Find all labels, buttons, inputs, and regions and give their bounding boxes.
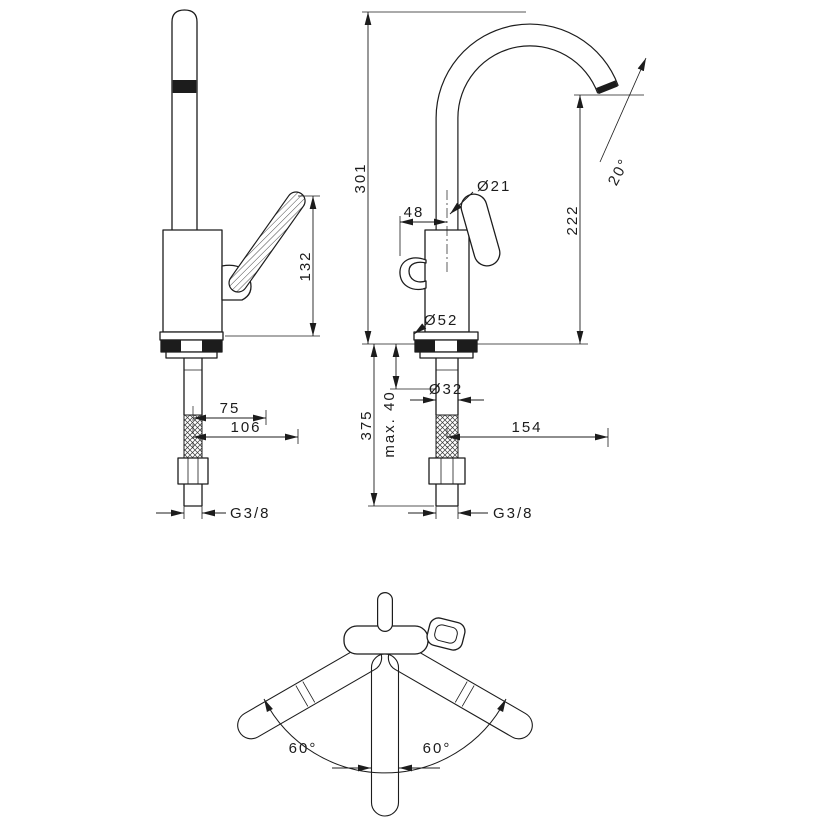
dim-label-75: 75 <box>220 400 241 417</box>
dim-max-thickness: max. 40 <box>381 344 436 458</box>
front-spout-tube <box>435 23 619 232</box>
dim-label-d52: Ø52 <box>424 312 458 329</box>
dim-label-154: 154 <box>511 419 542 436</box>
front-hex-nut <box>428 457 466 485</box>
front-handle <box>460 193 501 267</box>
dim-label-132: 132 <box>297 250 314 281</box>
top-view: 60° 60° <box>237 592 533 817</box>
dim-label-thread-front: G3/8 <box>493 505 534 522</box>
dim-offset-106: 106 <box>193 419 299 444</box>
front-mounting-base <box>413 331 479 359</box>
dim-label-222: 222 <box>564 204 581 235</box>
front-hook <box>399 257 427 291</box>
handle-top-view <box>426 617 466 651</box>
side-mounting-base <box>159 331 224 359</box>
dim-label-d32: Ø32 <box>429 381 463 398</box>
dim-label-106: 106 <box>230 419 261 436</box>
dim-outlet-height: 222 <box>564 94 644 344</box>
dim-handle-height: 132 <box>225 195 320 337</box>
dim-label-max40: max. 40 <box>381 390 398 457</box>
side-aerator-band <box>172 80 197 93</box>
dim-offset-75: 75 <box>192 400 267 448</box>
front-view: 301 375 max. 40 48 Ø21 222 20° <box>352 11 647 522</box>
side-hex-nut <box>177 457 209 485</box>
dim-label-301: 301 <box>352 162 369 193</box>
dim-total-height: 301 <box>352 11 526 344</box>
dim-base-diameter: Ø52 <box>413 312 458 335</box>
swivel-arc <box>263 698 507 774</box>
side-spout-pipe <box>171 9 198 232</box>
dim-label-60-right: 60° <box>423 740 452 757</box>
dim-label-60-left: 60° <box>289 740 318 757</box>
side-body <box>162 229 223 333</box>
dim-label-375: 375 <box>358 409 375 440</box>
dim-shank-length: 375 <box>358 344 434 507</box>
side-handle-lever <box>228 191 306 293</box>
dim-spout-reach: 154 <box>446 419 609 447</box>
side-thread-section <box>183 414 203 459</box>
side-view: 132 75 106 G3/8 <box>156 9 320 522</box>
dim-spout-diameter: Ø21 <box>449 178 511 215</box>
dim-thread-side: G3/8 <box>156 505 271 522</box>
dim-label-d21: Ø21 <box>477 178 511 195</box>
dim-spout-offset: 48 <box>399 204 447 256</box>
dim-thread-front: G3/8 <box>408 505 534 522</box>
side-handle <box>221 191 306 301</box>
dim-label-48: 48 <box>404 204 425 221</box>
dim-label-thread-side: G3/8 <box>230 505 271 522</box>
dim-shank-diameter: Ø32 <box>410 381 484 404</box>
front-aerator-band <box>596 80 618 95</box>
